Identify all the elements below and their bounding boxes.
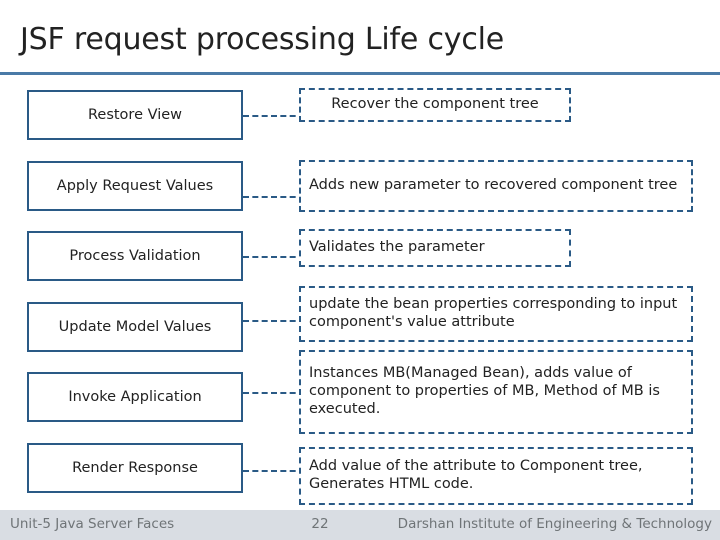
phase-box-process-validation[interactable]: Process Validation xyxy=(27,231,243,281)
desc-text: Instances MB(Managed Bean), adds value o… xyxy=(309,365,660,417)
phase-label: Restore View xyxy=(87,107,183,123)
desc-box-restore-view[interactable]: Recover the component tree xyxy=(299,88,571,122)
connector-5 xyxy=(243,392,305,394)
desc-text: Add value of the attribute to Component … xyxy=(309,458,643,492)
footer-bar xyxy=(0,510,720,540)
desc-box-render-response[interactable]: Add value of the attribute to Component … xyxy=(299,447,693,505)
desc-text: Adds new parameter to recovered componen… xyxy=(309,177,678,194)
connector-2 xyxy=(243,196,305,198)
phase-label: Render Response xyxy=(72,460,198,476)
phase-box-render-response[interactable]: Render Response xyxy=(27,443,243,493)
desc-text: Validates the parameter xyxy=(309,239,485,256)
desc-box-invoke-application[interactable]: Instances MB(Managed Bean), adds value o… xyxy=(299,350,693,434)
connector-3 xyxy=(243,256,305,258)
phase-box-update-model-values[interactable]: Update Model Values xyxy=(27,302,243,352)
connector-6 xyxy=(243,470,305,472)
connector-4 xyxy=(243,320,305,322)
footer-unit-label: Unit-5 Java Server Faces xyxy=(10,516,175,532)
phase-box-apply-request-values[interactable]: Apply Request Values xyxy=(27,161,243,211)
footer-institute-label: Darshan Institute of Engineering & Techn… xyxy=(397,516,712,532)
connector-1 xyxy=(243,115,305,117)
title-divider xyxy=(0,72,720,75)
desc-box-process-validation[interactable]: Validates the parameter xyxy=(299,229,571,267)
phase-box-restore-view[interactable]: Restore View xyxy=(27,90,243,140)
desc-text: update the bean properties corresponding… xyxy=(309,296,678,330)
desc-box-apply-request-values[interactable]: Adds new parameter to recovered componen… xyxy=(299,160,693,212)
desc-text: Recover the component tree xyxy=(331,96,539,113)
phase-label: Update Model Values xyxy=(58,319,212,335)
footer-page-number: 22 xyxy=(311,516,329,532)
phase-label: Apply Request Values xyxy=(56,178,214,194)
desc-box-update-model-values[interactable]: update the bean properties corresponding… xyxy=(299,286,693,342)
page-title: JSF request processing Life cycle xyxy=(20,22,505,57)
phase-box-invoke-application[interactable]: Invoke Application xyxy=(27,372,243,422)
phase-label: Invoke Application xyxy=(68,389,202,405)
phase-label: Process Validation xyxy=(69,248,201,264)
